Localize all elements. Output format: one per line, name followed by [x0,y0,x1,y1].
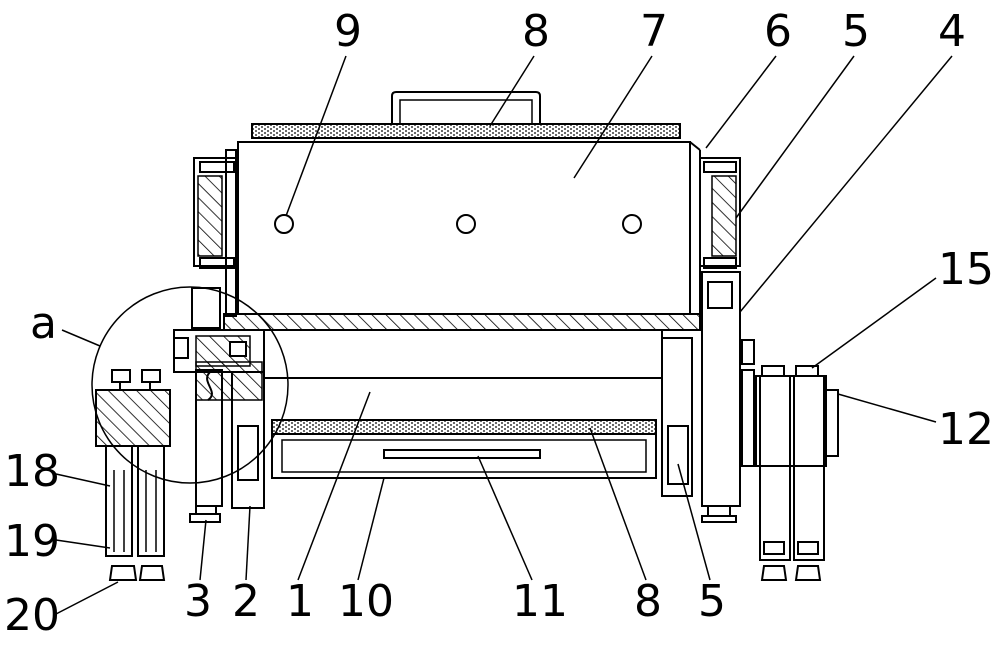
handle [391,91,541,124]
hole [456,214,476,234]
detail-circle [91,286,289,484]
lower-body [263,330,663,479]
part-labels: 9 8 7 6 5 4 15 12 a 18 19 20 3 2 1 10 11… [4,6,994,641]
label-a: a [30,298,57,349]
upper-box [223,91,701,331]
label-4: 4 [938,6,966,57]
leader-lines [55,55,953,615]
base-plate [223,313,701,331]
label-5-bottom: 5 [698,576,726,627]
right-columns [661,271,755,523]
left-columns [173,287,265,523]
hole [274,214,294,234]
label-15: 15 [938,244,994,295]
label-1: 1 [286,576,314,627]
label-19: 19 [4,516,60,567]
label-7: 7 [640,6,668,57]
label-3: 3 [184,576,212,627]
right-bracket [699,157,741,269]
label-20: 20 [4,590,60,641]
label-6: 6 [764,6,792,57]
label-8-bottom: 8 [634,576,662,627]
top-strip [251,123,681,139]
left-legs [95,369,171,581]
label-10: 10 [338,576,394,627]
label-2: 2 [232,576,260,627]
left-bracket [193,149,239,317]
drawer [271,433,657,479]
drawer-slot [383,449,541,459]
label-18: 18 [4,446,60,497]
label-11: 11 [512,576,568,627]
hole [622,214,642,234]
label-8: 8 [522,6,550,57]
right-legs [755,365,839,581]
label-9: 9 [334,6,362,57]
label-5: 5 [842,6,870,57]
label-12: 12 [938,404,994,455]
box-body [237,141,691,315]
